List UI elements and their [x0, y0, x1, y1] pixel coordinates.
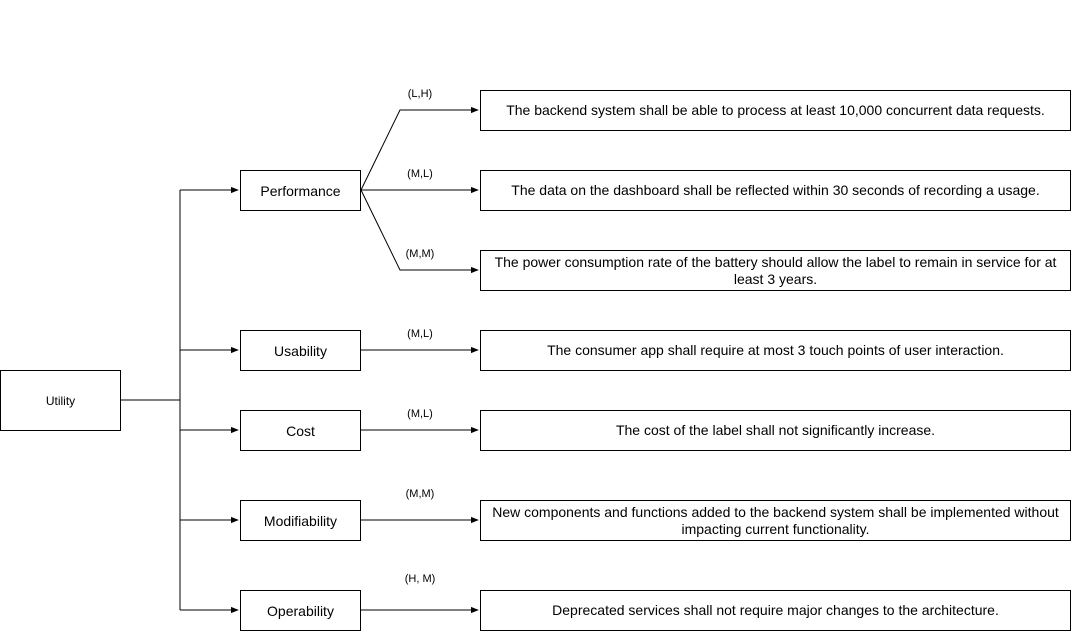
- utility-root-node: Utility: [0, 370, 121, 431]
- attribute-label: Performance: [260, 182, 341, 199]
- scenario-box: Deprecated services shall not require ma…: [480, 590, 1071, 631]
- scenario-box: The consumer app shall require at most 3…: [480, 330, 1071, 371]
- attribute-usability: Usability: [240, 330, 361, 371]
- attribute-label: Modifiability: [263, 512, 338, 529]
- rating-label: (M,L): [407, 168, 433, 180]
- attribute-label: Cost: [286, 422, 315, 439]
- scenario-box: The data on the dashboard shall be refle…: [480, 170, 1071, 211]
- scenario-text: New components and functions added to th…: [492, 503, 1059, 537]
- edge-performance-scenario-1: [360, 106, 479, 191]
- rating-label: (M,L): [407, 328, 433, 340]
- rating-label: (L,H): [407, 88, 433, 100]
- scenario-box: New components and functions added to th…: [480, 500, 1071, 541]
- scenario-box: The cost of the label shall not signific…: [480, 410, 1071, 451]
- attribute-operability: Operability: [240, 590, 361, 631]
- rating-label: (H, M): [404, 573, 436, 585]
- scenario-text: The consumer app shall require at most 3…: [547, 342, 1004, 358]
- rating-label: (M,L): [407, 408, 433, 420]
- scenario-box: The power consumption rate of the batter…: [480, 250, 1071, 291]
- attribute-performance: Performance: [240, 170, 361, 211]
- attribute-label: Usability: [274, 342, 327, 359]
- attribute-label: Operability: [267, 602, 334, 619]
- attribute-modifiability: Modifiability: [240, 500, 361, 541]
- rating-label: (M,M): [405, 488, 435, 500]
- scenario-text: The backend system shall be able to proc…: [506, 102, 1045, 118]
- utility-root-label: Utility: [45, 393, 76, 408]
- edge-performance-scenario-3: [360, 189, 479, 274]
- scenario-text: The cost of the label shall not signific…: [615, 422, 936, 438]
- attribute-cost: Cost: [240, 410, 361, 451]
- rating-label: (M,M): [405, 248, 435, 260]
- scenario-text: The power consumption rate of the batter…: [494, 253, 1057, 287]
- scenario-text: Deprecated services shall not require ma…: [552, 602, 999, 618]
- scenario-text: The data on the dashboard shall be refle…: [511, 182, 1040, 198]
- scenario-box: The backend system shall be able to proc…: [480, 90, 1071, 131]
